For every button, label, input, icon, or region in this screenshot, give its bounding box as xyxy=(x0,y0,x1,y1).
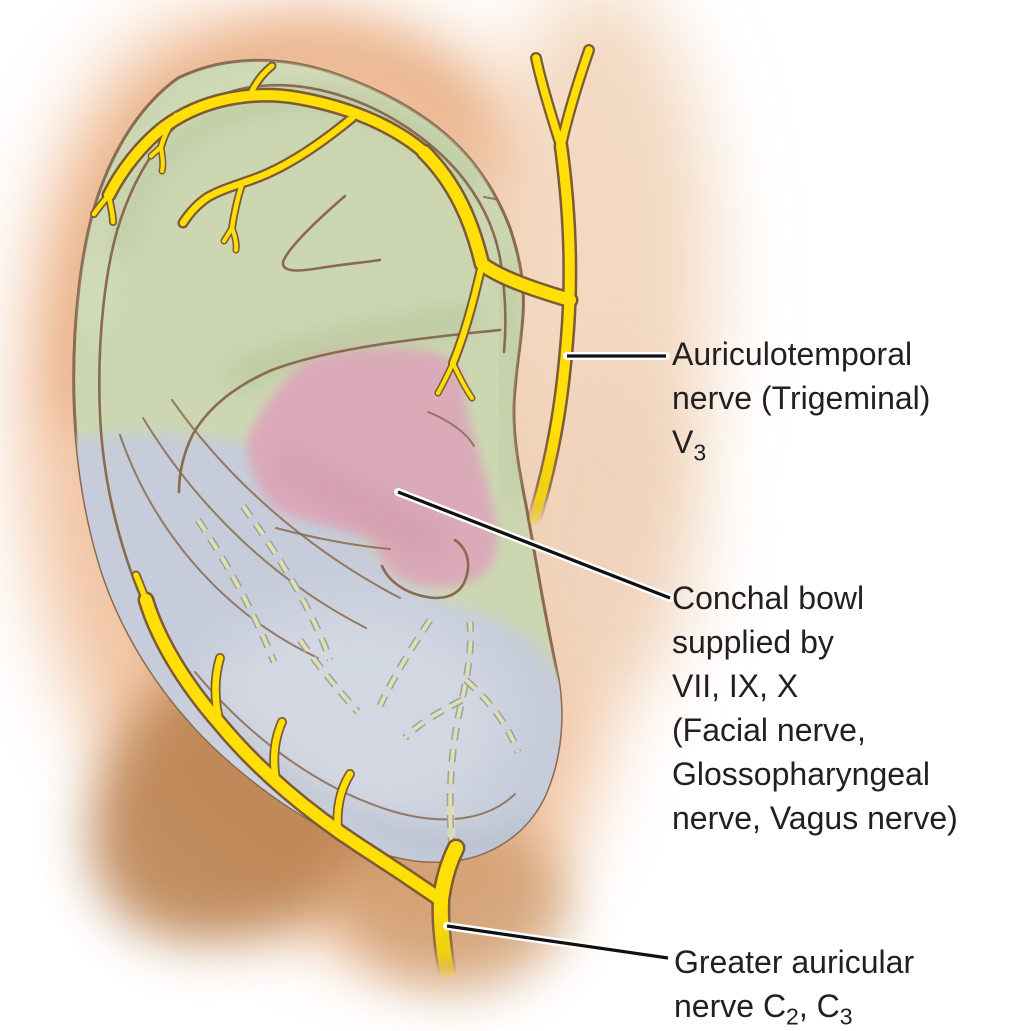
label-line: nerve C2, C3 xyxy=(674,988,853,1030)
label-line: nerve (Trigeminal) xyxy=(672,380,931,416)
greater-auricular-nerve xyxy=(131,570,466,982)
greater-auricular-cores xyxy=(133,572,463,979)
leader-line-greater-auricular xyxy=(443,922,672,962)
greater-auricular-branchlet-2 xyxy=(271,718,286,790)
greater-auricular-trunk-fading-tip xyxy=(433,893,454,979)
deep-branch-right xyxy=(463,677,522,754)
ear-canal-notch-contour xyxy=(427,411,475,447)
deep-branch-mid xyxy=(297,637,361,715)
label-auriculotemporal-nerve: Auriculotemporal nerve (Trigeminal) V3 xyxy=(672,332,930,464)
auriculotemporal-upper-fork-right xyxy=(557,46,593,150)
nerve-symbol-subscript: 3 xyxy=(693,439,707,466)
tragus-branch xyxy=(450,261,485,366)
leader-line-conchal-bowl xyxy=(394,488,674,602)
nerve-symbol-subscript: 3 xyxy=(839,1003,853,1030)
auriculotemporal-nerve-cores xyxy=(91,46,593,525)
scapha-arc-1 xyxy=(119,434,319,659)
antihelix-contour xyxy=(177,328,502,494)
nerve-symbol: C xyxy=(816,988,840,1024)
tragus-strip-shadow xyxy=(495,259,525,501)
deep-branch-scapha-2 xyxy=(240,503,334,662)
antihelix-shadow xyxy=(223,303,483,394)
label-line: VII, IX, X xyxy=(672,668,799,704)
label-line: V3 xyxy=(672,420,930,464)
nerve-symbol: V xyxy=(672,424,694,460)
greater-auricular-branchlet-1 xyxy=(212,654,224,728)
antitragus-contour xyxy=(380,538,470,600)
nerve-symbol: C xyxy=(762,988,787,1024)
nerve-symbol-subscript: 2 xyxy=(786,1003,799,1030)
label-line: Auriculotemporal xyxy=(672,336,913,372)
concha-floor-contour xyxy=(275,527,391,550)
label-line: nerve, Vagus nerve) xyxy=(672,800,958,836)
scapha-arc-2 xyxy=(142,417,367,629)
greater-auricular-posterior-arc xyxy=(140,594,447,906)
auriculotemporal-upper-fork-left xyxy=(532,54,565,150)
auriculotemporal-nerve xyxy=(90,44,595,528)
label-line: Glossopharyngeal xyxy=(672,756,930,792)
label-line: supplied by xyxy=(672,624,834,660)
greater-auricular-branchlet-3 xyxy=(334,770,354,836)
helix-twig-top xyxy=(249,63,275,94)
deep-branch-left xyxy=(402,696,464,741)
label-greater-auricular-nerve: Greater auricular nerve C2, C3 xyxy=(674,940,914,1028)
triangular-fossa-contour xyxy=(281,194,382,272)
deep-branch-main xyxy=(446,621,474,851)
helix-twig-left xyxy=(158,112,179,150)
leader-lines xyxy=(394,352,674,962)
deep-branch-upper-left xyxy=(376,618,433,708)
label-line: Conchal bowl xyxy=(672,580,865,616)
label-conchal-bowl: Conchal bowl supplied by VII, IX, X (Fac… xyxy=(672,576,958,840)
label-line: Greater auricular xyxy=(674,944,915,980)
lobule-inner-contour xyxy=(194,671,516,821)
conchal-bowl-shadow xyxy=(270,444,449,564)
helix-branch-distal xyxy=(104,90,429,200)
label-line: (Facial nerve, xyxy=(672,712,866,748)
auriculotemporal-trunk-fading-tip xyxy=(529,335,572,525)
scapha-arc-3 xyxy=(171,399,401,599)
auriculotemporal-trunk xyxy=(556,141,575,345)
